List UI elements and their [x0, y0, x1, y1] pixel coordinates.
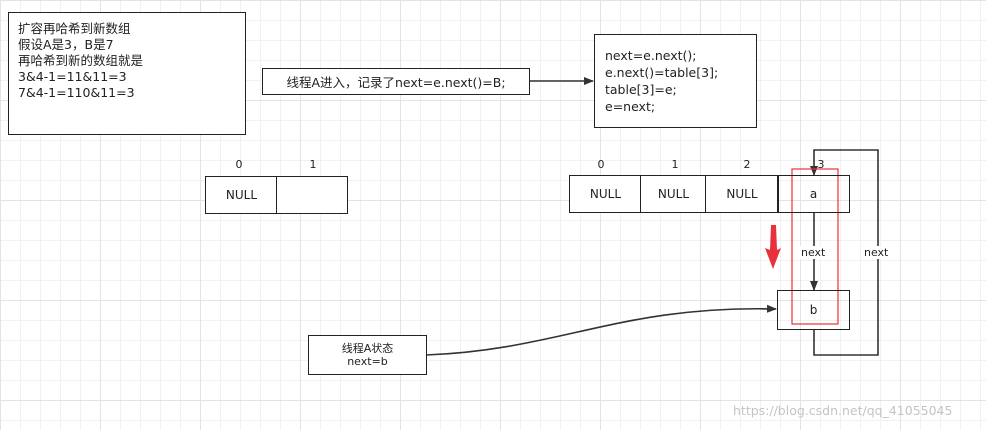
old-array-index: 0: [235, 158, 243, 171]
link-label-outer: next: [862, 246, 891, 259]
old-array-cell: [276, 176, 348, 214]
note-line: 7&4-1=110&11=3: [18, 85, 135, 100]
new-array-cell: a: [777, 175, 850, 213]
link-label-inner: next: [799, 246, 828, 259]
highlight-rect: [791, 168, 839, 325]
old-array-cell: NULL: [205, 176, 278, 214]
red-arrow-down: [765, 225, 781, 269]
code-box: next=e.next(); e.next()=table[3]; table[…: [594, 34, 757, 128]
node-b: b: [777, 290, 850, 330]
watermark: https://blog.csdn.net/qq_41055045: [733, 403, 953, 418]
new-array-cell: NULL: [569, 175, 642, 213]
code-line: next=e.next();: [605, 48, 697, 63]
old-array-index: 1: [309, 158, 317, 171]
thread-a-enter-text: 线程A进入，记录了next=e.next()=B;: [286, 75, 506, 90]
code-line: e.next()=table[3];: [605, 65, 719, 80]
new-array-cell: NULL: [640, 175, 707, 213]
note-line: 扩容再哈希到新数组: [18, 21, 131, 36]
new-array-index: 2: [743, 158, 751, 171]
thread-a-state-box: 线程A状态 next=b: [308, 335, 427, 375]
new-array-index: 0: [597, 158, 605, 171]
note-line: 假设A是3，B是7: [18, 37, 114, 52]
arrow-state-to-b: [425, 304, 777, 356]
new-array-cell: NULL: [705, 175, 779, 213]
thread-a-state-line2: next=b: [347, 355, 388, 368]
note-rehash-explanation: 扩容再哈希到新数组 假设A是3，B是7 再哈希到新的数组就是 3&4-1=11&…: [8, 12, 246, 135]
new-array-index: 3: [817, 158, 825, 171]
code-line: table[3]=e;: [605, 82, 677, 97]
new-array-index: 1: [671, 158, 679, 171]
code-line: e=next;: [605, 99, 656, 114]
thread-a-state-line1: 线程A状态: [341, 342, 394, 355]
note-line: 再哈希到新的数组就是: [18, 53, 144, 68]
note-line: 3&4-1=11&11=3: [18, 69, 127, 84]
thread-a-enter-box: 线程A进入，记录了next=e.next()=B;: [262, 68, 530, 95]
